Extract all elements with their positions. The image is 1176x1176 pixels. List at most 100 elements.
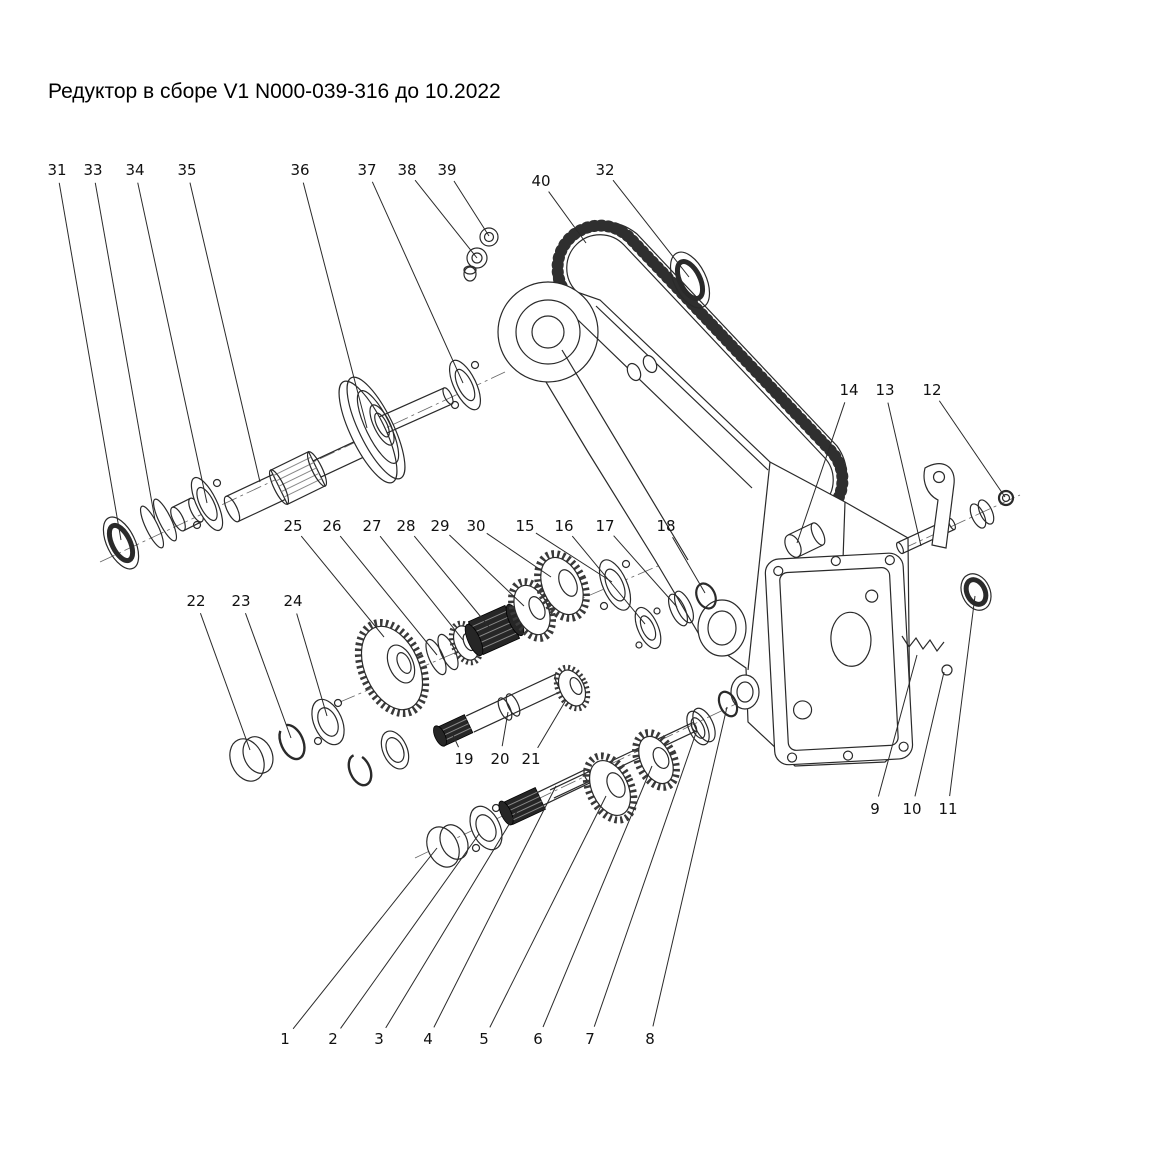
bearing-24 xyxy=(311,698,345,746)
leader-line-1 xyxy=(292,847,438,1030)
gear-25 xyxy=(354,618,430,718)
gearbox-housing xyxy=(497,281,914,767)
bearing-bore xyxy=(697,599,747,657)
callout-25: 25 xyxy=(283,517,302,535)
oil-seal-31 xyxy=(102,516,140,570)
leader-line-33 xyxy=(94,182,156,521)
callout-31: 31 xyxy=(47,161,66,179)
bearing-34 xyxy=(190,476,224,532)
leader-line-4 xyxy=(433,785,557,1028)
callout-35: 35 xyxy=(177,161,196,179)
leader-line-32 xyxy=(612,179,690,278)
callout-39: 39 xyxy=(437,161,456,179)
left-cap-group xyxy=(229,698,410,787)
input-shaft-35 xyxy=(223,439,367,523)
callout-30: 30 xyxy=(466,517,485,535)
leader-line-39 xyxy=(453,180,490,237)
seal-11 xyxy=(960,573,992,611)
circlip xyxy=(347,753,373,787)
callout-12: 12 xyxy=(922,381,941,399)
leader-line-5 xyxy=(489,795,607,1028)
callout-19: 19 xyxy=(454,750,473,768)
callout-21: 21 xyxy=(521,750,540,768)
callout-22: 22 xyxy=(186,592,205,610)
leader-line-28 xyxy=(413,535,491,629)
callout-6: 6 xyxy=(533,1030,543,1048)
callout-36: 36 xyxy=(290,161,309,179)
chain-guide-spacer xyxy=(626,354,658,382)
washer-20 xyxy=(497,693,521,721)
leader-line-24 xyxy=(296,613,328,717)
gear-5 xyxy=(582,752,638,824)
leader-line-23 xyxy=(244,613,292,739)
shift-drum xyxy=(784,522,826,558)
gear-21 xyxy=(553,664,591,712)
seal-ring-32 xyxy=(669,251,711,309)
leader-line-22 xyxy=(199,613,251,751)
leader-line-35 xyxy=(189,182,261,483)
input-shaft-assembly xyxy=(102,359,482,570)
callout-24: 24 xyxy=(283,592,302,610)
leader-line-29 xyxy=(449,534,525,607)
leader-line-26 xyxy=(339,535,438,656)
leader-line-37 xyxy=(371,181,464,384)
callout-18: 18 xyxy=(656,517,675,535)
leader-line-2 xyxy=(340,833,480,1029)
leader-line-6 xyxy=(542,765,653,1028)
bearing-2 xyxy=(469,803,503,853)
leader-line-34 xyxy=(137,182,208,504)
callout-32: 32 xyxy=(595,161,614,179)
output-shaft-assembly xyxy=(426,690,739,868)
callout-2: 2 xyxy=(328,1030,338,1048)
leader-line-3 xyxy=(385,807,520,1029)
ring-8 xyxy=(717,690,739,718)
intermediate-shaft-assembly xyxy=(354,550,717,718)
washers xyxy=(969,499,995,529)
leader-line-30 xyxy=(486,532,552,578)
callout-15: 15 xyxy=(515,517,534,535)
washer-17 xyxy=(667,590,695,627)
callout-14: 14 xyxy=(839,381,858,399)
bearing-16 xyxy=(634,606,662,650)
leader-line-13 xyxy=(887,402,922,547)
leader-line-20 xyxy=(501,711,509,747)
callout-1: 1 xyxy=(280,1030,290,1048)
callout-27: 27 xyxy=(362,517,381,535)
spring-9 xyxy=(901,635,945,653)
callout-5: 5 xyxy=(479,1030,489,1048)
leader-line-9 xyxy=(877,654,918,797)
page-title: Редуктор в сборе V1 N000-039-316 до 10.2… xyxy=(48,80,501,103)
shaft-tip xyxy=(378,387,454,434)
ring-12 xyxy=(997,489,1015,507)
end-cap-1 xyxy=(426,824,469,868)
leader-line-12 xyxy=(938,400,1006,498)
callout-37: 37 xyxy=(357,161,376,179)
splined-end-19 xyxy=(433,714,474,747)
callout-4: 4 xyxy=(423,1030,433,1048)
callout-10: 10 xyxy=(902,800,921,818)
leader-line-19 xyxy=(451,732,460,748)
callout-20: 20 xyxy=(490,750,509,768)
callout-17: 17 xyxy=(595,517,614,535)
callout-28: 28 xyxy=(396,517,415,535)
ball-10 xyxy=(941,664,953,676)
housing-cover xyxy=(764,552,914,766)
sprocket-boss xyxy=(497,281,599,383)
callout-8: 8 xyxy=(645,1030,655,1048)
callout-34: 34 xyxy=(125,161,144,179)
splined-end-3 xyxy=(498,786,546,826)
washers-33 xyxy=(139,498,178,549)
callout-11: 11 xyxy=(938,800,957,818)
gear-30 xyxy=(534,550,590,622)
flange-disc-36 xyxy=(338,376,406,484)
callout-16: 16 xyxy=(554,517,573,535)
leader-line-14 xyxy=(796,402,846,544)
small-washers xyxy=(463,227,499,282)
shift-mechanism xyxy=(895,463,1015,676)
callout-26: 26 xyxy=(322,517,341,535)
leader-line-17 xyxy=(613,535,678,608)
callout-29: 29 xyxy=(430,517,449,535)
callout-33: 33 xyxy=(83,161,102,179)
